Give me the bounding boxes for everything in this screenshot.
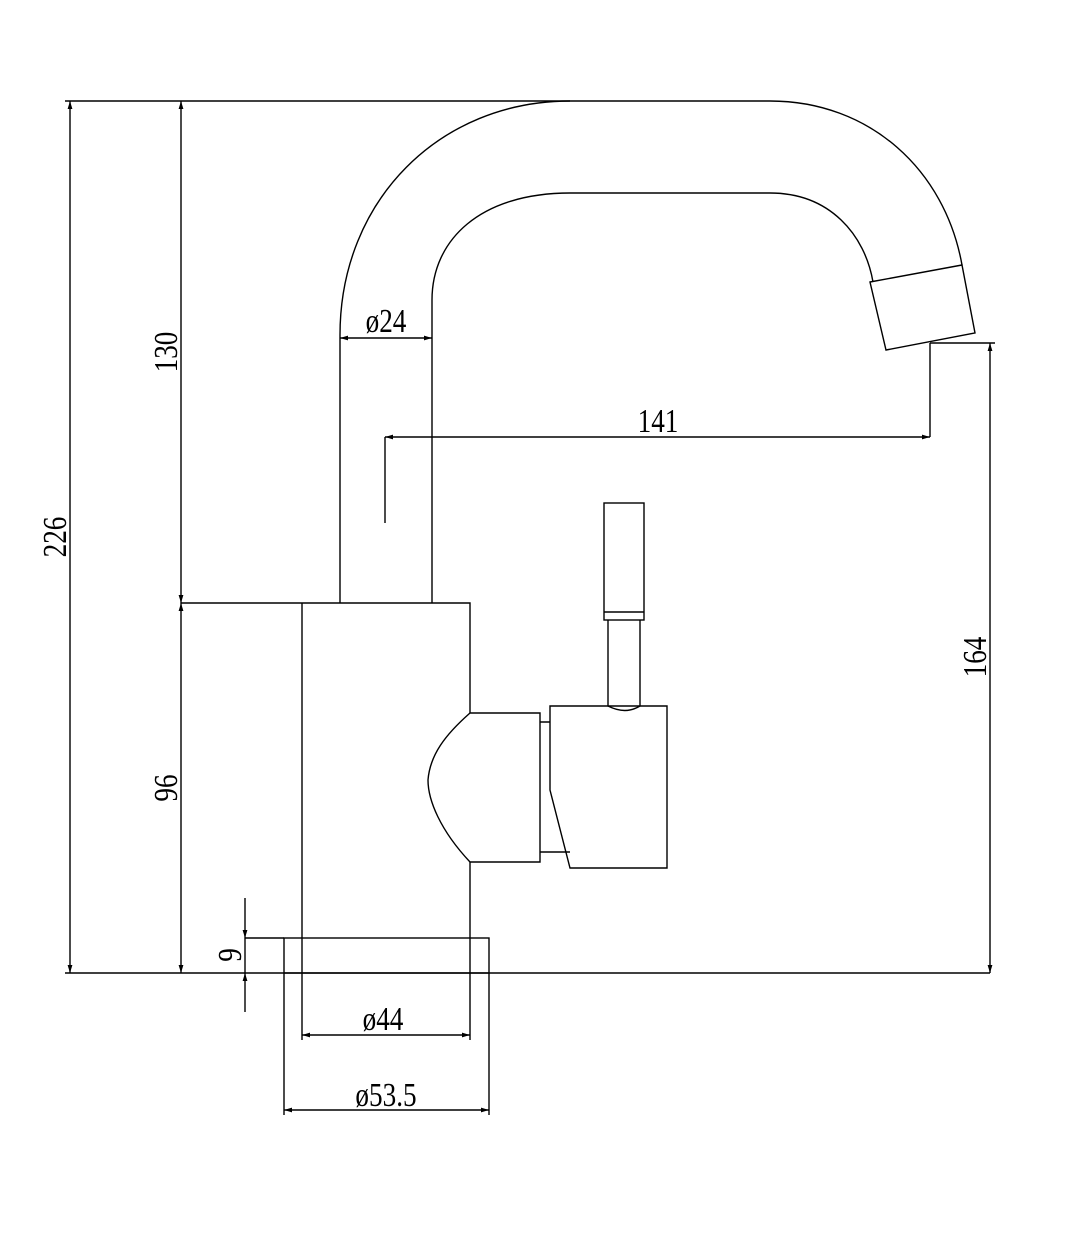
dim-outlet-height: 164 — [956, 637, 994, 678]
dim-spout-reach: 141 — [638, 402, 679, 440]
spout-nozzle — [869, 264, 976, 351]
faucet-outline — [283, 100, 976, 974]
handle-lever — [603, 502, 645, 621]
dim-spout-height: 130 — [147, 332, 185, 373]
dim-base-thickness: 9 — [211, 948, 249, 962]
handle-stem — [607, 620, 641, 712]
base — [283, 937, 490, 974]
dim-spout-diameter: ø24 — [366, 302, 407, 340]
dim-body-diameter: ø44 — [363, 1000, 404, 1038]
dimension-lines — [67, 101, 993, 1113]
spout-outer — [339, 100, 963, 603]
dim-overall-height: 226 — [36, 517, 74, 558]
dim-base-diameter: ø53.5 — [355, 1076, 416, 1114]
spout-inner — [431, 192, 874, 603]
dimension-labels: 226 130 96 9 ø24 141 164 ø44 ø53.5 — [36, 302, 994, 1114]
dim-body-height: 96 — [147, 774, 185, 801]
body — [301, 602, 471, 973]
extension-lines — [65, 100, 995, 1115]
handle-body — [549, 705, 668, 869]
handle-connector — [427, 712, 570, 863]
